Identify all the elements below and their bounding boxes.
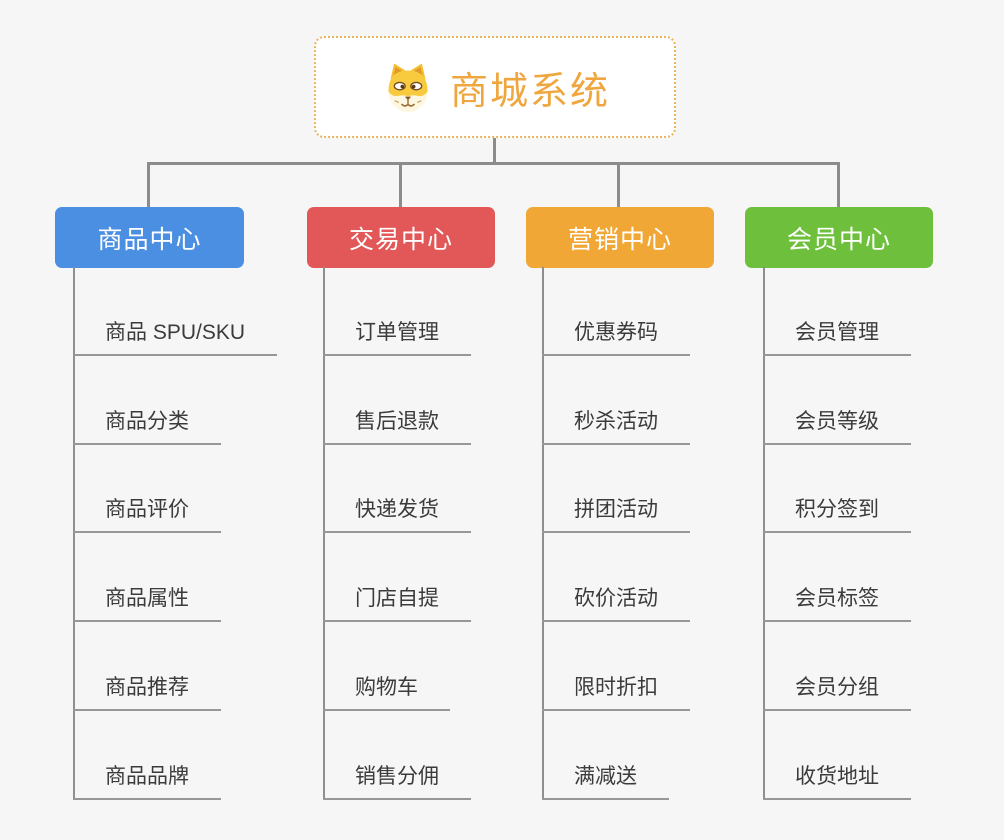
leaf-order-management[interactable]: 订单管理	[323, 316, 471, 356]
leaf-flash-sale[interactable]: 秒杀活动	[542, 405, 690, 445]
leaf-product-category[interactable]: 商品分类	[73, 405, 221, 445]
leaf-store-pickup[interactable]: 门店自提	[323, 582, 471, 623]
leaf-sales-commission[interactable]: 销售分佣	[323, 760, 471, 800]
branch-member-children: 会员管理 会员等级 积分签到 会员标签 会员分组 收货地址	[763, 267, 911, 800]
leaf-group-buy[interactable]: 拼团活动	[542, 493, 690, 534]
leaf-aftersale-refund[interactable]: 售后退款	[323, 405, 471, 445]
dog-icon	[388, 63, 428, 113]
leaf-product-spu-sku[interactable]: 商品 SPU/SKU	[73, 316, 278, 356]
branch-member-center[interactable]: 会员中心	[745, 207, 933, 268]
leaf-product-brand[interactable]: 商品品牌	[73, 760, 221, 800]
leaf-bargain-activity[interactable]: 砍价活动	[542, 582, 690, 623]
leaf-shopping-cart[interactable]: 购物车	[323, 671, 450, 712]
leaf-express-delivery[interactable]: 快递发货	[323, 493, 471, 534]
leaf-shipping-address[interactable]: 收货地址	[763, 760, 911, 800]
leaf-coupon-code[interactable]: 优惠券码	[542, 316, 690, 356]
branch-trade-center[interactable]: 交易中心	[307, 207, 495, 268]
leaf-member-level[interactable]: 会员等级	[763, 405, 911, 445]
leaf-product-recommend[interactable]: 商品推荐	[73, 671, 221, 712]
leaf-product-attribute[interactable]: 商品属性	[73, 582, 221, 623]
leaf-product-review[interactable]: 商品评价	[73, 493, 221, 534]
branch-product-children: 商品 SPU/SKU 商品分类 商品评价 商品属性 商品推荐 商品品牌	[73, 267, 278, 800]
root-node[interactable]: 商城系统	[314, 36, 676, 138]
branch-product-center[interactable]: 商品中心	[55, 207, 244, 268]
leaf-member-group[interactable]: 会员分组	[763, 671, 911, 712]
leaf-member-management[interactable]: 会员管理	[763, 316, 911, 356]
leaf-limited-time-discount[interactable]: 限时折扣	[542, 671, 690, 712]
leaf-member-tag[interactable]: 会员标签	[763, 582, 911, 623]
root-title: 商城系统	[449, 70, 610, 113]
leaf-points-checkin[interactable]: 积分签到	[763, 493, 911, 534]
leaf-full-reduction[interactable]: 满减送	[542, 760, 669, 800]
branch-trade-children: 订单管理 售后退款 快递发货 门店自提 购物车 销售分佣	[323, 267, 471, 800]
branch-marketing-children: 优惠券码 秒杀活动 拼团活动 砍价活动 限时折扣 满减送	[542, 267, 690, 800]
branch-marketing-center[interactable]: 营销中心	[526, 207, 714, 268]
